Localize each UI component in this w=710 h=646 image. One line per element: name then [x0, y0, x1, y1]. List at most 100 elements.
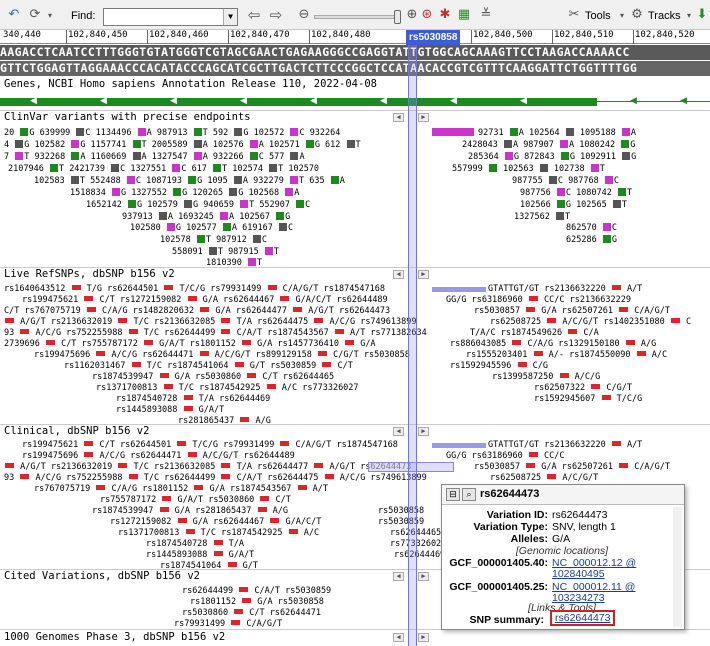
list-item[interactable]: rs5030857 G/A rs62507261 C/A/G/T — [474, 462, 671, 472]
track-nav-next[interactable]: ▶ — [418, 572, 429, 581]
zoom-out-icon[interactable]: ⊖ — [298, 7, 310, 22]
list-item[interactable]: rs79931499 C/A/G/T — [174, 619, 283, 629]
download-icon[interactable]: ⬇ — [696, 7, 708, 22]
list-item[interactable]: 2739696 C/T rs755787172 G/A/T rs1801152 … — [4, 339, 376, 349]
list-item[interactable]: rs1445893088 G/A/T — [146, 550, 255, 560]
gcf40-position-link[interactable]: 102840495 — [552, 568, 605, 580]
list-item[interactable]: 2428043 A 987907 A 1080242 G — [462, 140, 636, 150]
list-item[interactable]: rs62508725 A/C/G/T — [490, 473, 599, 483]
zoom-slider-thumb[interactable] — [394, 10, 401, 24]
list-item[interactable]: GTATTGT/GT rs2136632220 A/T — [488, 440, 643, 450]
list-item[interactable]: rs1272159082 G/A rs62644467 G/A/C/T — [110, 517, 322, 527]
list-item[interactable]: 7 T 932268 A 1160669 A 1327547 A 932266 … — [4, 152, 305, 162]
gcf25-position-link[interactable]: 103234273 — [552, 592, 605, 604]
list-item[interactable]: rs5030858 — [378, 506, 425, 516]
track-nav-next[interactable]: ▶ — [418, 113, 429, 122]
track-nav-prev[interactable]: ◀ — [393, 270, 404, 279]
track-nav-prev[interactable]: ◀ — [393, 113, 404, 122]
snp-summary-link[interactable]: rs62644473 — [555, 612, 611, 624]
list-item[interactable]: A/G/T rs2136632019 T/C rs2136632085 T/A … — [4, 463, 411, 472]
list-item[interactable]: rs1874540728 T/A — [146, 539, 245, 549]
list-item[interactable]: rs1801152 G/A rs5030858 — [190, 597, 324, 607]
tracks-menu[interactable]: Tracks — [648, 10, 681, 22]
list-item[interactable]: T/A/C rs1874549626 C/A — [470, 328, 599, 338]
list-item[interactable]: 4 G 102582 G 1157741 T 2005589 A 102576 … — [4, 140, 361, 150]
list-item[interactable]: 1810390 T — [206, 258, 263, 268]
track-nav-prev[interactable]: ◀ — [393, 633, 404, 642]
track-nav-next[interactable]: ▶ — [418, 270, 429, 279]
bug-icon[interactable]: ✱ — [439, 7, 451, 22]
chevron-down-icon[interactable]: ▾ — [686, 11, 691, 20]
list-item[interactable]: rs1592945607 T/C/G — [534, 394, 643, 404]
list-item[interactable]: rs886043085 C/A/G rs1329150180 A/G — [450, 339, 657, 349]
list-item[interactable]: rs767075719 C/A/G rs1801152 G/A rs187454… — [34, 484, 329, 494]
list-item[interactable]: 102583 T 552488 C 1087193 G 1095 A 93227… — [34, 176, 345, 186]
chevron-down-icon[interactable]: ▾ — [47, 11, 52, 20]
list-item[interactable]: 102566 G 102565 T — [520, 200, 628, 210]
list-item[interactable]: rs1874541064 G/T — [160, 561, 259, 571]
list-item[interactable]: GG/G rs63186960 CC/C — [446, 451, 565, 461]
tools-icon[interactable]: ✂ — [568, 7, 580, 22]
gcf25-link[interactable]: NC_000012.11 @ — [552, 581, 636, 593]
list-item[interactable]: 93 A/C/G rs752255988 T/C rs62644499 C/A/… — [4, 328, 427, 338]
list-item[interactable]: rs1555203401 A/- rs1874550090 A/C — [466, 350, 668, 360]
undo-icon[interactable]: ↶ — [8, 7, 20, 22]
track-nav-next[interactable]: ▶ — [418, 427, 429, 436]
list-item[interactable]: C/T rs767075719 C/A/G rs1482820632 G/A r… — [4, 306, 391, 316]
list-item[interactable]: rs62644499 C/A/T rs5030859 — [182, 586, 332, 596]
list-item[interactable]: rs62644469 — [394, 550, 446, 560]
list-item[interactable]: 557999 102563 102738 T — [452, 164, 605, 174]
list-item[interactable]: 20 G 639999 C 1134496 A 987913 T 592 G 1… — [4, 128, 341, 138]
list-item[interactable]: rs1399587250 A/C/G — [492, 372, 601, 382]
list-item[interactable]: GG/G rs63186960 CC/C rs2136632229 — [446, 295, 632, 305]
list-item[interactable]: 1518834 G 1327552 G 120265 G 102568 A — [70, 188, 300, 198]
list-item[interactable]: 987755 C 987768 C — [512, 176, 620, 186]
list-item[interactable]: 987756 C 1080742 T — [520, 188, 633, 198]
list-item[interactable]: 93 A/C/G rs752255988 T/C rs62644499 C/A/… — [4, 473, 427, 483]
chevron-down-icon[interactable]: ▼ — [223, 9, 237, 25]
list-item[interactable]: 92731 A 102564 1095188 A — [478, 128, 636, 138]
collapse-icon[interactable]: ≚ — [480, 7, 492, 22]
list-item[interactable]: rs5030859 — [378, 517, 425, 527]
arrow-left-icon[interactable]: ⇦ — [247, 6, 261, 24]
list-item[interactable]: 558091 T 987915 T — [172, 247, 280, 257]
gcf40-link[interactable]: NC_000012.12 @ — [552, 557, 637, 569]
list-item[interactable]: rs5030860 C/T rs62644471 — [182, 608, 321, 618]
list-item[interactable]: 1652142 G 102579 G 940659 T 552907 C — [86, 200, 311, 210]
popup-scrollbar[interactable] — [673, 507, 682, 627]
list-item[interactable]: rs1874539947 G/A rs5030860 C/T rs6264446… — [92, 372, 335, 382]
list-item[interactable]: A/G/T rs2136632019 T/C rs2136632085 T/A … — [4, 318, 417, 327]
selected-feature[interactable] — [368, 462, 454, 472]
list-item[interactable]: 2107946 T 2421739 C 1327551 C 617 T 1025… — [8, 164, 320, 174]
list-item[interactable]: rs62507322 C/G/T — [534, 383, 633, 393]
track-nav-prev[interactable]: ◀ — [393, 427, 404, 436]
list-item[interactable]: rs1874540728 T/A rs62644469 — [116, 394, 271, 404]
pin-icon[interactable]: ⊟ — [446, 488, 460, 501]
list-item[interactable]: 625286 G — [566, 235, 617, 245]
search-icon[interactable]: ⌕ — [462, 488, 476, 501]
arrow-right-icon[interactable]: ⇨ — [269, 6, 283, 24]
list-item[interactable]: rs199475696 A/C/G rs62644471 A/C/G/T rs8… — [34, 350, 410, 360]
refsnp-indel-feature[interactable] — [432, 287, 486, 292]
grid-icon[interactable]: ▦ — [457, 7, 471, 22]
track-nav-prev[interactable]: ◀ — [393, 572, 404, 581]
list-item[interactable]: 102580 G 102577 A 619167 C — [130, 223, 294, 233]
list-item[interactable]: rs773326027 — [390, 539, 447, 549]
list-item[interactable]: rs5030857 G/A rs62507261 C/A/G/T — [474, 306, 671, 316]
zoom-slider[interactable] — [314, 15, 396, 19]
list-item[interactable]: rs281865437 A/G — [178, 416, 271, 426]
gene-feature[interactable] — [0, 98, 597, 106]
list-item[interactable]: 285364 G 872843 G 1092911 G — [468, 152, 637, 162]
track-nav-next[interactable]: ▶ — [418, 633, 429, 642]
list-item[interactable]: rs62508725 A/C/G/T rs1402351080 C — [490, 317, 692, 327]
zoom-in-icon[interactable]: ⊕ — [406, 7, 418, 22]
list-item[interactable]: rs199475621 C/T rs1272159082 G/A rs62644… — [22, 295, 388, 305]
list-item[interactable]: rs199475621 C/T rs62644501 T/C/G rs79931… — [22, 440, 398, 450]
chevron-down-icon[interactable]: ▾ — [619, 11, 624, 20]
list-item[interactable]: rs1592945596 C/G — [450, 361, 549, 371]
list-item[interactable]: rs1640643512 T/G rs62644501 T/C/G rs7993… — [4, 284, 386, 294]
highlight-label[interactable]: rs5030858 — [406, 30, 461, 45]
list-item[interactable]: 102578 T 987912 C — [160, 235, 268, 245]
clinical-indel-feature[interactable] — [432, 443, 486, 448]
list-item[interactable]: rs1371700813 T/C rs1874542925 A/C rs7733… — [96, 383, 359, 393]
